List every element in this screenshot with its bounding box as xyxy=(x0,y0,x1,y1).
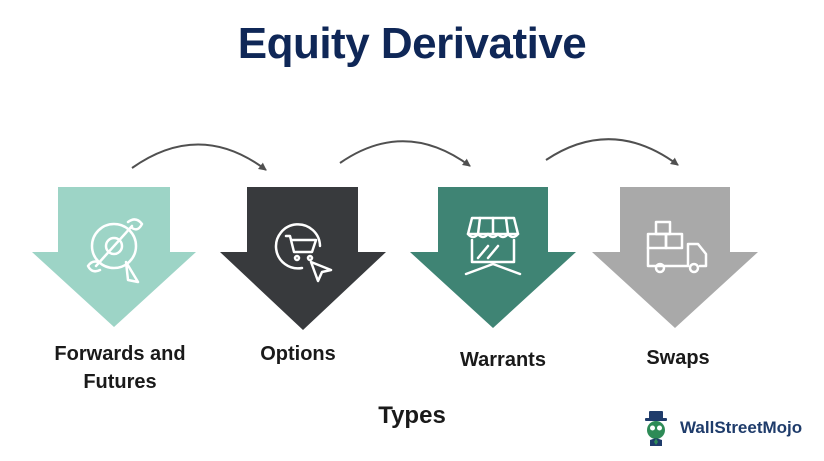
brand-name: WallStreetMojo xyxy=(680,418,803,437)
types-caption: Types xyxy=(378,402,446,429)
mascot-icon xyxy=(645,411,667,446)
storefront-icon xyxy=(464,216,522,276)
type-label-options: Options xyxy=(260,343,336,365)
type-label-forwards-futures: Forwards and Futures xyxy=(54,343,186,393)
stage-arrow-options xyxy=(220,187,386,330)
type-label-warrants: Warrants xyxy=(460,349,546,371)
delivery-truck-icon xyxy=(646,220,708,274)
stage-arrow-forwards-futures xyxy=(32,187,196,327)
brand-logo: WallStreetMojo xyxy=(636,408,822,448)
connector-arrow-3 xyxy=(545,138,679,166)
wrench-gear-icon xyxy=(86,218,144,284)
cart-cursor-icon xyxy=(274,223,333,283)
diagram-title: Equity Derivative xyxy=(237,19,587,68)
connector-arrow-2 xyxy=(339,140,471,167)
stage-arrow-swaps xyxy=(592,187,758,328)
connector-arrow-1 xyxy=(131,143,267,171)
stage-arrow-warrants xyxy=(410,187,576,328)
type-label-swaps: Swaps xyxy=(646,347,710,369)
